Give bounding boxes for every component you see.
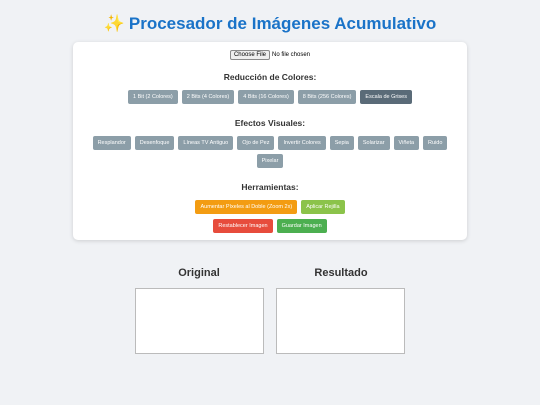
page-title-text: Procesador de Imágenes Acumulativo [128, 14, 437, 33]
btn-4bits[interactable]: 4 Bits (16 Colores) [238, 90, 294, 104]
colors-section-title: Reducción de Colores: [223, 72, 317, 82]
btn-reset-image[interactable]: Restablecer Imagen [213, 219, 273, 233]
btn-8bits[interactable]: 8 Bits (256 Colores) [297, 90, 357, 104]
original-label: Original [178, 267, 220, 279]
btn-1bit[interactable]: 1 Bit (2 Colores) [128, 90, 178, 104]
btn-grayscale[interactable]: Escala de Grises [360, 90, 412, 104]
sparkles-icon: ✨ [103, 14, 125, 33]
btn-fisheye[interactable]: Ojo de Pez [237, 136, 275, 150]
btn-zoom-2x[interactable]: Aumentar Píxeles al Doble (Zoom 2x) [195, 200, 298, 214]
btn-sepia[interactable]: Sepia [329, 136, 354, 150]
btn-noise[interactable]: Ruido [423, 136, 448, 150]
file-status: No file chosen [271, 52, 311, 58]
effects-section-title: Efectos Visuales: [234, 118, 306, 128]
tools-button-row-1: Aumentar Píxeles al Doble (Zoom 2x)Aplic… [73, 200, 467, 214]
btn-pixelate[interactable]: Pixelar [256, 154, 284, 168]
colors-button-row: 1 Bit (2 Colores)2 Bits (4 Colores)4 Bit… [73, 90, 467, 104]
btn-invert[interactable]: Invertir Colores [278, 136, 326, 150]
btn-apply-grid[interactable]: Aplicar Rejilla [301, 200, 345, 214]
btn-glow[interactable]: Resplandor [92, 136, 131, 150]
btn-vignette[interactable]: Viñeta [393, 136, 420, 150]
page-title: ✨Procesador de Imágenes Acumulativo [0, 14, 540, 34]
btn-tv-lines[interactable]: Líneas TV Antiguo [178, 136, 234, 150]
btn-blur[interactable]: Desenfoque [134, 136, 175, 150]
choose-file-button[interactable]: Choose File [229, 50, 270, 60]
tools-section-title: Herramientas: [241, 182, 299, 192]
result-canvas [276, 288, 405, 354]
btn-solarize[interactable]: Solarizar [357, 136, 390, 150]
btn-2bits[interactable]: 2 Bits (4 Colores) [181, 90, 235, 104]
effects-button-row-2: Pixelar [73, 154, 467, 168]
btn-save-image[interactable]: Guardar Imagen [276, 219, 327, 233]
result-label: Resultado [314, 267, 368, 279]
original-canvas [135, 288, 264, 354]
